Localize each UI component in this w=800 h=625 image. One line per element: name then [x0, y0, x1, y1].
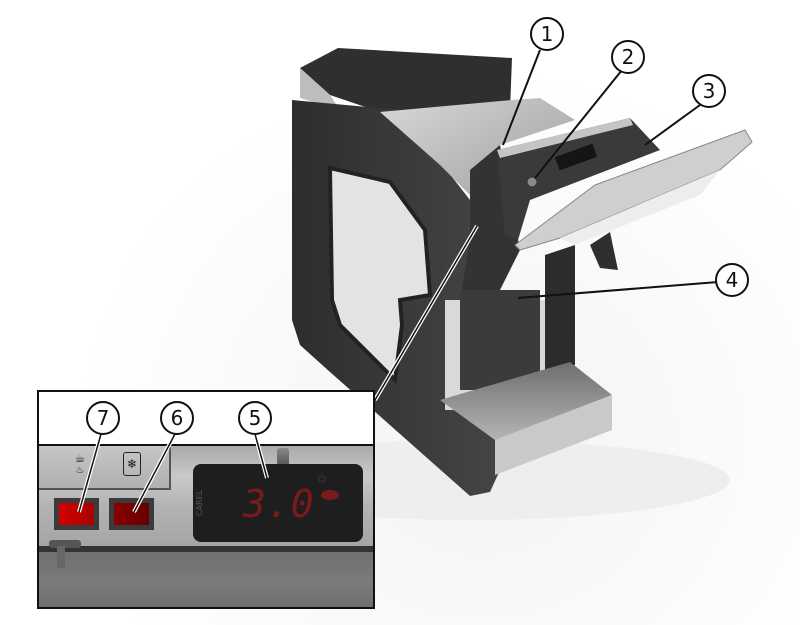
- lid-handle: [554, 143, 598, 171]
- lid-button: [526, 176, 538, 188]
- cooling-switch[interactable]: [109, 498, 154, 530]
- rail: [39, 546, 373, 552]
- callout-6: 6: [160, 401, 194, 435]
- lid-inner-panel: [560, 170, 720, 245]
- inset-leader-lines: [77, 433, 269, 513]
- callout-5: 5: [238, 401, 272, 435]
- heating-switch[interactable]: [54, 498, 99, 530]
- power-icon: ⏻: [318, 474, 326, 485]
- cup-heat-icon: ☕ ♨: [68, 451, 92, 481]
- callout-1: 1: [530, 17, 564, 51]
- storage-compartment: [380, 98, 575, 210]
- hood-side-steel: [300, 68, 340, 110]
- callout-2: 2: [611, 40, 645, 74]
- temperature-controller[interactable]: CAREL 3.0 ⏻: [193, 464, 363, 542]
- callout-7: 7: [86, 401, 120, 435]
- callout-3: 3: [692, 74, 726, 108]
- leader-lines: [502, 49, 719, 299]
- cooling-switch-face: [114, 503, 149, 525]
- top-hood: [300, 48, 512, 112]
- heat-glyph: ♨: [75, 465, 85, 476]
- callout-4: 4: [715, 263, 749, 297]
- heating-switch-face: [59, 503, 94, 525]
- snowflake-icon: ❄: [123, 452, 141, 476]
- control-panel-inset: ☕ ♨ ❄ CAREL 3.0 ⏻: [37, 390, 375, 609]
- drip-tray-front: [495, 395, 612, 475]
- interior-chamber: [460, 290, 540, 390]
- lower-housing: [39, 540, 373, 607]
- inset-leader-line: [374, 225, 478, 401]
- hook-stem: [57, 546, 65, 568]
- display-mount-knob: [277, 448, 289, 466]
- side-window: [327, 165, 433, 385]
- hook-bracket: [49, 540, 81, 548]
- drip-tray: [440, 362, 612, 440]
- controller-indicator: [321, 490, 339, 500]
- right-column: [545, 245, 575, 375]
- lid-support: [590, 232, 618, 270]
- temperature-reading: 3.0: [243, 482, 315, 526]
- lid-edge-steel: [497, 118, 633, 158]
- cup-glyph: ☕: [74, 451, 86, 465]
